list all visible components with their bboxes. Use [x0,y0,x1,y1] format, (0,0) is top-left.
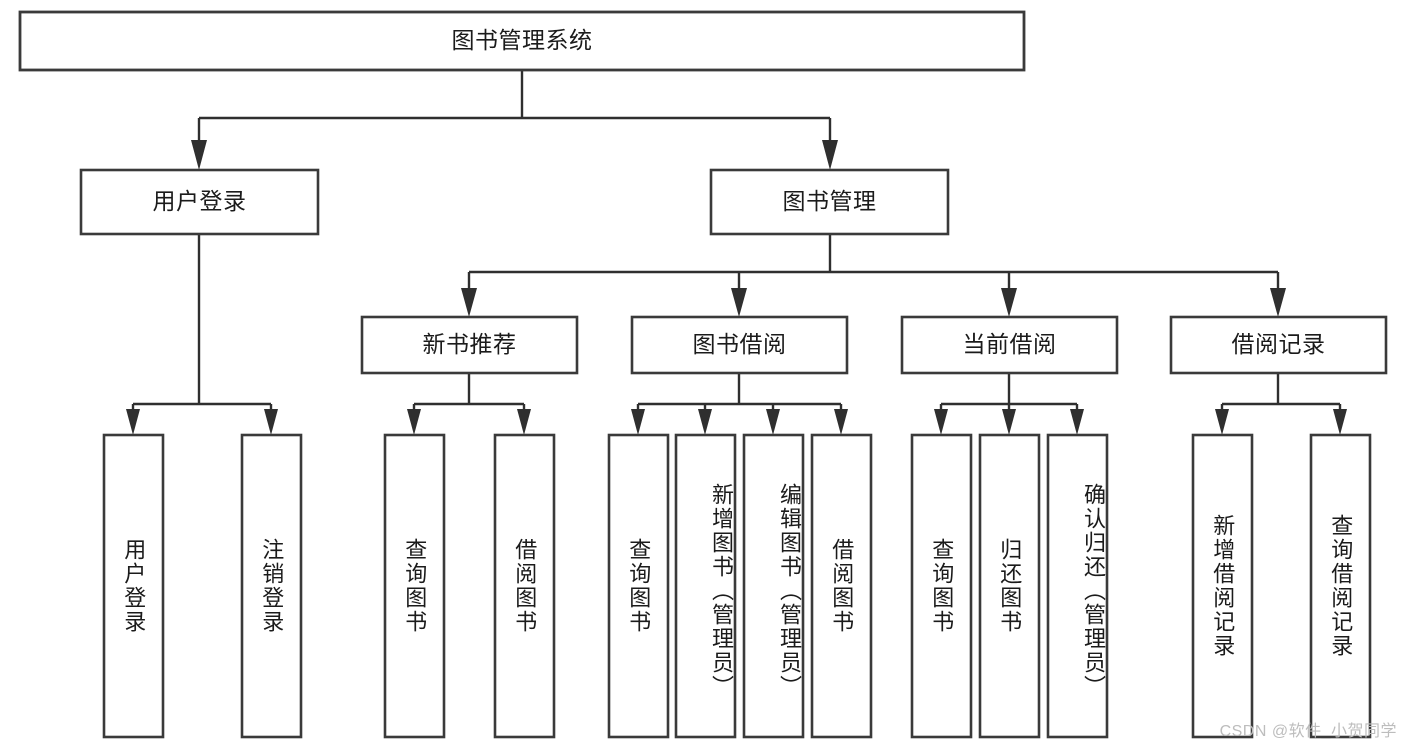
connector-group-current-borrow [934,373,1084,435]
arrow-head-book-borrow [731,288,747,317]
arrow-head-new-book-recommend [461,288,477,317]
arrow-head-leaf-user-login [126,409,140,435]
arrow-head-leaf-confirm-return [1070,409,1084,435]
arrow-head-leaf-logout [264,409,278,435]
node-box-leaf-edit-book[interactable] [742,433,805,739]
node-box-book-manage[interactable] [709,168,950,236]
connector-group-borrow-record [1215,373,1347,435]
arrow-head-leaf-query-book-1 [407,409,421,435]
arrow-head-current-borrow [1001,288,1017,317]
arrow-head-leaf-add-record [1215,409,1229,435]
node-box-leaf-borrow-book-2[interactable] [810,433,873,739]
arrow-head-leaf-edit-book [766,409,780,435]
connector-group-book-manage [461,234,1286,317]
node-box-leaf-query-record[interactable] [1309,433,1372,739]
node-box-leaf-logout[interactable] [240,433,303,739]
connector-group-new-book-recommend [407,373,531,435]
arrow-head-leaf-borrow-book-2 [834,409,848,435]
node-box-leaf-query-book-2[interactable] [607,433,670,739]
connector-group-root [191,70,838,170]
node-box-new-book-recommend[interactable] [360,315,579,375]
node-box-borrow-record[interactable] [1169,315,1388,375]
connector-group-user-login [126,234,278,435]
node-box-leaf-borrow-book-1[interactable] [493,433,556,739]
node-box-leaf-add-record[interactable] [1191,433,1254,739]
arrow-head-leaf-query-book-2 [631,409,645,435]
node-box-leaf-user-login[interactable] [102,433,165,739]
arrow-head-leaf-add-book [698,409,712,435]
arrow-head-leaf-return-book [1002,409,1016,435]
node-box-book-borrow[interactable] [630,315,849,375]
node-box-leaf-add-book[interactable] [674,433,737,739]
node-box-leaf-confirm-return[interactable] [1046,433,1109,739]
node-box-current-borrow[interactable] [900,315,1119,375]
arrow-head-leaf-borrow-book-1 [517,409,531,435]
arrow-head-user-login [191,140,207,170]
arrow-head-borrow-record [1270,288,1286,317]
arrow-head-leaf-query-book-3 [934,409,948,435]
node-box-leaf-query-book-1[interactable] [383,433,446,739]
node-box-root[interactable] [18,10,1026,72]
arrow-head-leaf-query-record [1333,409,1347,435]
connector-group-book-borrow [631,373,848,435]
node-box-leaf-return-book[interactable] [978,433,1041,739]
node-box-leaf-query-book-3[interactable] [910,433,973,739]
arrow-head-book-manage [822,140,838,170]
node-box-user-login[interactable] [79,168,320,236]
